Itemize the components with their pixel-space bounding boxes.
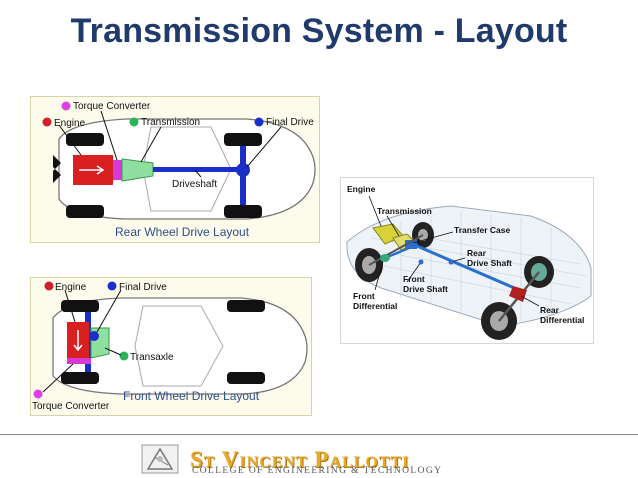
- transfer-case: [405, 240, 417, 249]
- college-subtitle: COLLEGE OF ENGINEERING & TECHNOLOGY: [192, 466, 443, 476]
- driveshaft: [153, 167, 245, 172]
- label-front-differential-2: Differential: [353, 301, 397, 311]
- engine-marker-dot: [42, 117, 52, 127]
- wheel-rear-right: [224, 205, 262, 218]
- engine-marker-dot: [44, 281, 54, 291]
- torque-converter: [67, 358, 91, 364]
- transmission-unit: [121, 158, 154, 182]
- label-transmission: Transmission: [377, 206, 432, 216]
- final-drive-marker-dot: [107, 281, 117, 291]
- rwd-caption: Rear Wheel Drive Layout: [115, 225, 250, 239]
- final-drive-marker-dot: [254, 117, 264, 127]
- final-drive: [89, 331, 99, 341]
- label-front-drive-shaft: Front: [403, 274, 425, 284]
- label-final-drive: Final Drive: [119, 282, 167, 293]
- label-transfer-case: Transfer Case: [454, 225, 510, 235]
- torque-converter: [113, 160, 122, 180]
- wheel-front-right: [61, 372, 99, 384]
- front-differential: [380, 254, 390, 262]
- label-rear-differential: Rear: [540, 305, 560, 315]
- wheel-rear-left: [224, 133, 262, 146]
- label-rear-drive-shaft: Rear: [467, 248, 487, 258]
- wheel-rear-left: [227, 300, 265, 312]
- label-rear-differential-2: Differential: [540, 315, 584, 325]
- wheel-front-left: [66, 133, 104, 146]
- college-name: St Vincent Pallotti: [190, 447, 410, 472]
- rwd-diagram: Torque Converter Engine Transmission Fin…: [30, 96, 320, 243]
- torque-marker-dot: [61, 101, 71, 111]
- wheel-front-left: [61, 300, 99, 312]
- label-torque-converter: Torque Converter: [32, 401, 110, 412]
- final-drive: [236, 163, 250, 177]
- label-driveshaft: Driveshaft: [172, 179, 217, 190]
- label-transmission: Transmission: [141, 117, 200, 128]
- label-final-drive: Final Drive: [266, 117, 314, 128]
- rear-drive-shaft: [416, 244, 520, 292]
- label-torque-converter: Torque Converter: [73, 101, 151, 112]
- wheel-front-right: [66, 205, 104, 218]
- slide-title: Transmission System - Layout: [70, 12, 568, 50]
- label-engine: Engine: [347, 184, 376, 194]
- 4wd-diagram: Engine Transmission Transfer Case Rear D…: [340, 177, 594, 344]
- transmission-marker-dot: [129, 117, 139, 127]
- college-logo-icon: [141, 444, 179, 474]
- label-rear-drive-shaft-2: Drive Shaft: [467, 258, 512, 268]
- label-transaxle: Transaxle: [130, 352, 174, 363]
- torque-marker-dot: [33, 389, 43, 399]
- rear-differential: [509, 286, 527, 302]
- label-engine: Engine: [54, 118, 86, 129]
- fwd-caption: Front Wheel Drive Layout: [123, 389, 260, 403]
- wheel-rear-right: [227, 372, 265, 384]
- footer-divider: [0, 434, 638, 435]
- label-front-drive-shaft-2: Drive Shaft: [403, 284, 448, 294]
- fwd-diagram: Engine Final Drive Transaxle Torque Conv…: [30, 277, 312, 416]
- transaxle-marker-dot: [119, 351, 129, 361]
- label-engine: Engine: [55, 282, 87, 293]
- label-front-differential: Front: [353, 291, 375, 301]
